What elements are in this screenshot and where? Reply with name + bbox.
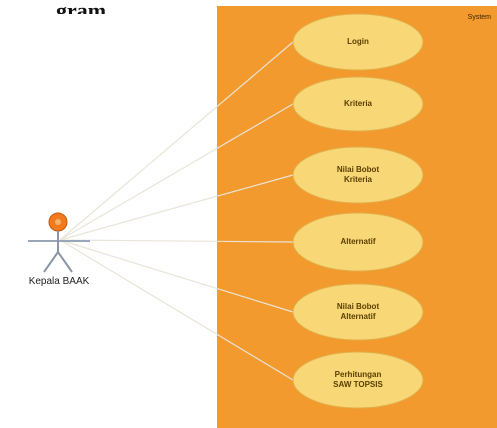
association-kriteria: [59, 103, 294, 241]
use-case-label-kriteria: Kriteria: [343, 99, 372, 108]
association-nilai-bobot-kriteria: [59, 174, 294, 241]
use-case-alternatif: [292, 212, 424, 272]
actor-left-leg: [43, 251, 59, 273]
use-case-perhitungan-saw-topsis: [292, 351, 424, 409]
association-perhitungan-saw-topsis: [59, 239, 294, 381]
use-case-nilai-bobot-kriteria: [292, 146, 424, 204]
stick-figure-icon: [28, 212, 90, 273]
association-nilai-bobot-alternatif: [59, 239, 294, 313]
use-case-label-alternatif: Alternatif: [340, 237, 376, 246]
use-case-label-perhitungan-saw-topsis: Perhitungan SAW TOPSIS: [333, 370, 383, 389]
system-boundary-label: System: [467, 14, 491, 21]
use-case-login: [292, 13, 424, 71]
association-lines: [59, 41, 294, 381]
actor-right-leg: [57, 251, 73, 273]
association-login: [59, 41, 294, 241]
use-case-nilai-bobot-alternatif: [292, 283, 424, 341]
use-case-label-nilai-bobot-kriteria: Nilai Bobot Kriteria: [336, 165, 380, 184]
actor-label: Kepala BAAK: [28, 276, 90, 287]
association-alternatif: [59, 239, 294, 243]
use-case-label-nilai-bobot-alternatif: Nilai Bobot Alternatif: [336, 302, 380, 321]
use-case-kriteria: [292, 76, 424, 132]
diagram-heading: gram: [56, 0, 107, 14]
use-case-label-login: Login: [347, 37, 369, 46]
